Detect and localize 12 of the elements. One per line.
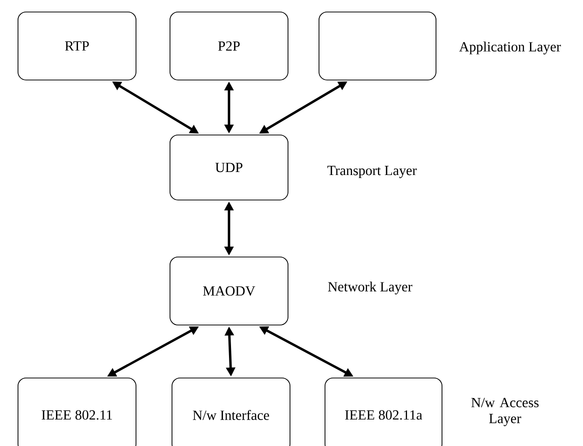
layer-box: N/w Interface	[172, 378, 290, 446]
layer-box: RTP	[18, 12, 136, 80]
layer-box: UDP	[170, 134, 288, 200]
layer-label: Application Layer	[459, 42, 561, 54]
layer-label: N/w Access Layer	[471, 398, 539, 426]
layer-box	[318, 12, 436, 80]
layer-box: IEEE 802.11a	[324, 378, 442, 446]
layer-label: Network Layer	[328, 282, 412, 294]
layer-box: MAODV	[170, 256, 288, 326]
layer-box: IEEE 802.11	[18, 378, 136, 446]
layer-box: P2P	[170, 12, 288, 80]
layer-label: Transport Layer	[327, 166, 417, 178]
